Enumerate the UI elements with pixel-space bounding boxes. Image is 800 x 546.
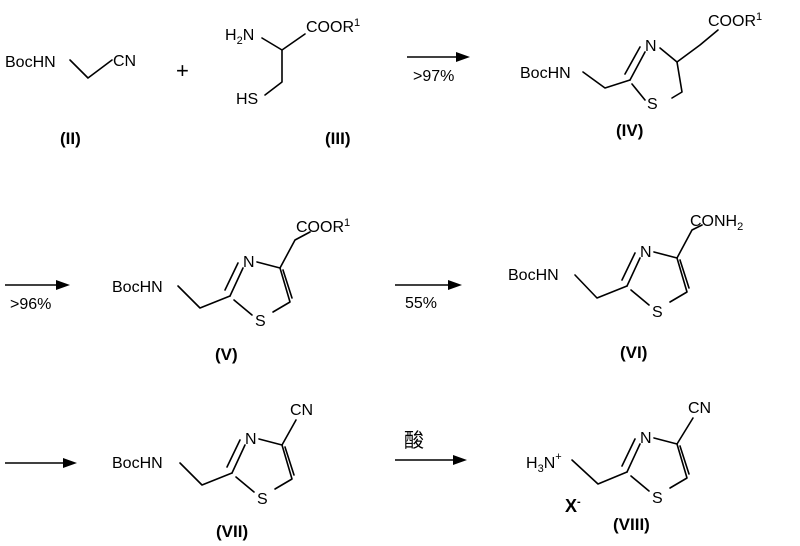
arrow-step-5: 酸 [395,428,467,465]
compound-viii-linker [571,459,628,485]
compound-iii-thiol: HS [236,91,258,108]
compound-vii-bochn: BocHN [112,455,163,472]
arrow-step-3: 55% [395,280,462,312]
compound-vi-amide: CONH2 [690,213,743,233]
compound-viii-counterion: X- [565,496,581,516]
compound-viii-s: S [652,490,663,507]
compound-viii-n: N [640,430,652,447]
compound-v-n: N [243,254,255,271]
condition-step-2: >96% [10,296,51,313]
compound-vii-n: N [245,431,257,448]
compound-vii-cn-bond [281,419,297,446]
compound-iii-amine-bond [261,33,306,51]
compound-viii: H3N+ N S CN X- (VIII) [526,400,711,534]
arrow-step-1: >97% [407,52,470,85]
compound-viii-ammonium: H3N+ [526,451,562,475]
compound-v-ester: COOR1 [296,217,350,236]
compound-iv-ester: COOR1 [708,11,762,30]
compound-vii: BocHN N S CN (VII) [112,402,313,541]
compound-vi-amide-bond [676,224,703,259]
compound-vi: BocHN N S CONH2 (VI) [508,213,743,362]
compound-ii: BocHN CN (II) [5,53,136,148]
compound-vi-n: N [640,244,652,261]
compound-v-linker [177,285,231,309]
compound-iii-amine: H2N [225,27,254,47]
compound-v-ester-bond [279,231,311,269]
compound-iv-s: S [647,96,658,113]
compound-vii-label: (VII) [216,522,248,541]
compound-vi-linker [574,274,628,299]
compound-v-s: S [255,313,266,330]
compound-vi-label: (VI) [620,343,647,362]
compound-iii-label: (III) [325,129,351,148]
compound-vi-s: S [652,304,663,321]
compound-vii-cn: CN [290,402,313,419]
compound-viii-cn: CN [688,400,711,417]
condition-step-3: 55% [405,295,437,312]
condition-step-1: >97% [413,68,454,85]
compound-ii-chain [69,59,113,79]
condition-step-5: 酸 [404,428,424,452]
compound-vi-bochn: BocHN [508,267,559,284]
plus-sign: + [176,58,189,83]
arrow-step-4 [5,458,77,468]
compound-iv-label: (IV) [616,121,643,140]
compound-iii-ester: COOR1 [306,17,360,36]
compound-iv-bochn: BocHN [520,65,571,82]
compound-iv-ester-bond [676,29,719,63]
compound-ii-bochn: BocHN [5,54,56,71]
compound-iv: BocHN N S COOR1 (IV) [520,11,762,140]
arrow-step-2: >96% [5,280,70,313]
compound-v-bochn: BocHN [112,279,163,296]
compound-iii-thiol-chain [264,49,283,96]
compound-viii-label: (VIII) [613,515,650,534]
compound-iv-linker [582,71,631,89]
compound-ii-label: (II) [60,129,81,148]
compound-v: BocHN N S COOR1 (V) [112,217,350,364]
compound-vii-s: S [257,491,268,508]
compound-vii-linker [179,462,233,486]
compound-viii-cn-bond [676,417,694,445]
compound-v-label: (V) [215,345,238,364]
compound-iii: H2N COOR1 HS (III) [225,17,360,148]
compound-iv-n: N [645,38,657,55]
compound-ii-cn: CN [113,53,136,70]
